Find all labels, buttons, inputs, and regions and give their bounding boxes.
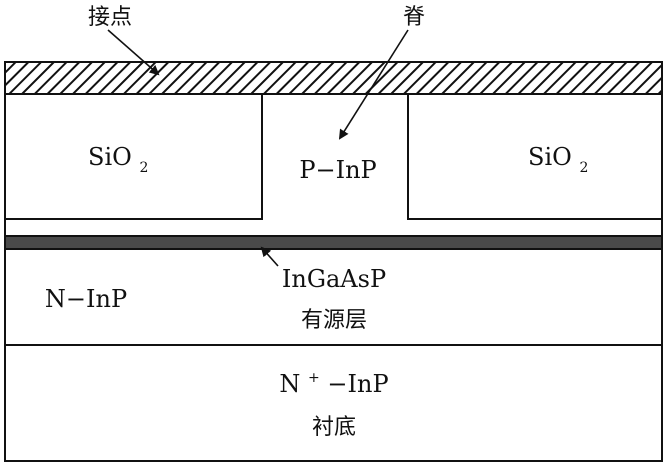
n-inp-layer xyxy=(4,248,663,346)
ingaasp-label: InGaAsP xyxy=(282,265,386,293)
n-inp-label: N−InP xyxy=(45,285,127,313)
contact-label: 接点 xyxy=(88,5,132,30)
ridge-leader-arrow xyxy=(338,29,409,140)
p-inp-label: P−InP xyxy=(299,156,376,184)
active-layer-leader-arrow xyxy=(260,246,279,267)
sio2-left-label: SiO 2 xyxy=(88,143,148,176)
active-layer-label: 有源层 xyxy=(301,308,367,333)
sio2-left-base: SiO xyxy=(88,143,132,171)
substrate-label: 衬底 xyxy=(312,415,356,440)
sio2-right-block xyxy=(407,93,663,220)
ingaasp-active-layer xyxy=(4,235,663,250)
nplus-rest: −InP xyxy=(327,370,388,398)
nplus-inp-label: N + −InP xyxy=(279,360,388,398)
ridge-label: 脊 xyxy=(403,5,425,30)
contact-leader-arrow xyxy=(107,29,160,76)
sio2-right-subscript: 2 xyxy=(579,160,588,176)
nplus-base: N xyxy=(279,370,300,398)
sio2-right-label: SiO 2 xyxy=(528,143,588,176)
nplus-superscript: + xyxy=(308,370,320,386)
sio2-right-base: SiO xyxy=(528,143,572,171)
nplus-inp-substrate xyxy=(4,344,663,462)
sio2-left-subscript: 2 xyxy=(139,160,148,176)
contact-layer xyxy=(4,61,663,95)
sio2-left-block xyxy=(4,93,263,220)
